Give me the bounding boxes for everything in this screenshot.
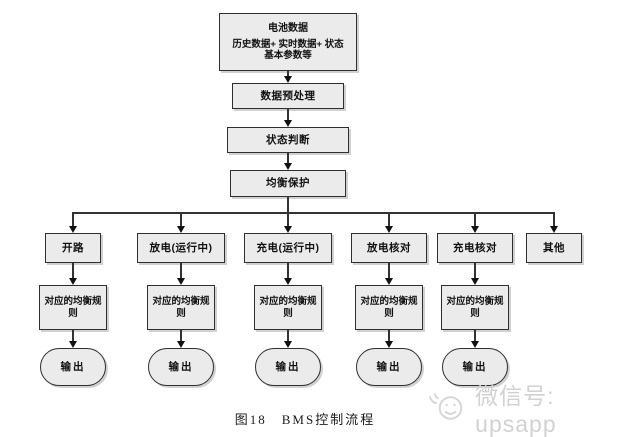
wechat-doodle-face-icon — [428, 393, 463, 420]
node-output: 输出 — [148, 348, 214, 386]
arrow-down-icon — [471, 226, 479, 233]
arrow-down-icon — [471, 341, 479, 348]
flow-line — [287, 263, 289, 279]
flow-line — [287, 153, 289, 164]
arrow-down-icon — [177, 278, 185, 285]
flow-line — [72, 330, 74, 342]
flow-line — [287, 71, 289, 77]
flow-line — [72, 263, 74, 279]
node-output: 输出 — [442, 348, 508, 386]
node-state-judge: 状态判断 — [227, 127, 349, 153]
node-branch-discharge-check: 放电核对 — [351, 233, 427, 263]
node-branch-other: 其他 — [526, 233, 582, 263]
flow-line — [474, 212, 476, 227]
node-balance-rule: 对应的均衡规则 — [254, 285, 322, 330]
watermark: 微信号: upsapp — [427, 383, 640, 437]
node-output: 输出 — [255, 348, 321, 386]
node-branch-open-circuit: 开路 — [45, 233, 101, 263]
node-data-preprocess: 数据预处理 — [232, 83, 344, 109]
flow-line — [73, 212, 554, 214]
arrow-down-icon — [177, 341, 185, 348]
node-balance-protect: 均衡保护 — [230, 170, 346, 197]
node-branch-discharge-running: 放电(运行中) — [137, 233, 225, 263]
node-output: 输出 — [40, 348, 106, 386]
flow-line — [474, 330, 476, 342]
flow-line — [388, 330, 390, 342]
node-battery-data-line3: 基本参数等 — [264, 50, 312, 61]
flow-line — [72, 212, 74, 227]
arrow-down-icon — [284, 226, 292, 233]
arrow-down-icon — [69, 278, 77, 285]
arrow-down-icon — [550, 226, 558, 233]
flow-line — [553, 212, 555, 227]
arrow-down-icon — [385, 226, 393, 233]
flow-line — [287, 330, 289, 342]
flow-line — [180, 263, 182, 279]
flow-line — [180, 330, 182, 342]
node-output: 输出 — [356, 348, 422, 386]
figure-caption: 图18 BMS控制流程 — [234, 412, 376, 427]
arrow-down-icon — [69, 341, 77, 348]
arrow-down-icon — [284, 278, 292, 285]
arrow-down-icon — [284, 120, 292, 127]
flow-line — [180, 212, 182, 227]
node-balance-rule: 对应的均衡规则 — [441, 285, 509, 330]
node-balance-rule: 对应的均衡规则 — [39, 285, 107, 330]
arrow-down-icon — [385, 278, 393, 285]
watermark-text: 微信号: upsapp — [475, 382, 557, 437]
flow-line — [287, 109, 289, 121]
node-balance-rule: 对应的均衡规则 — [147, 285, 215, 330]
flow-line — [388, 263, 390, 279]
node-balance-rule: 对应的均衡规则 — [355, 285, 423, 330]
flow-line — [287, 197, 289, 213]
flow-line — [287, 212, 289, 227]
arrow-down-icon — [284, 76, 292, 83]
node-battery-data-title: 电池数据 — [268, 22, 308, 34]
arrow-down-icon — [385, 341, 393, 348]
node-branch-charge-running: 充电(运行中) — [244, 233, 332, 263]
node-battery-data: 电池数据 历史数据+ 实时数据+ 状态 基本参数等 — [219, 13, 357, 71]
arrow-down-icon — [177, 226, 185, 233]
node-branch-charge-check: 充电核对 — [437, 233, 513, 263]
flow-line — [474, 263, 476, 279]
arrow-down-icon — [471, 278, 479, 285]
arrow-down-icon — [284, 341, 292, 348]
arrow-down-icon — [284, 163, 292, 170]
flow-line — [388, 212, 390, 227]
node-battery-data-line2: 历史数据+ 实时数据+ 状态 — [232, 38, 344, 50]
arrow-down-icon — [69, 226, 77, 233]
